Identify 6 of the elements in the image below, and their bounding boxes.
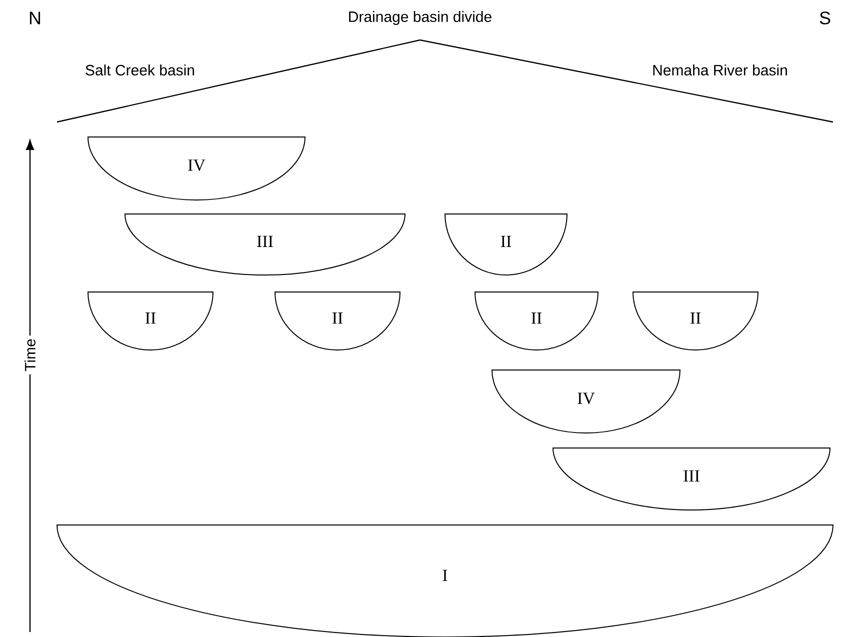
compass-letter: N xyxy=(26,8,44,28)
basin-label: Salt Creek basin xyxy=(82,62,198,78)
basin-label: Nemaha River basin xyxy=(649,62,791,78)
basin-label: Drainage basin divide xyxy=(344,8,496,28)
axis-label: Time xyxy=(22,336,38,374)
compass-letter: S xyxy=(816,8,834,28)
